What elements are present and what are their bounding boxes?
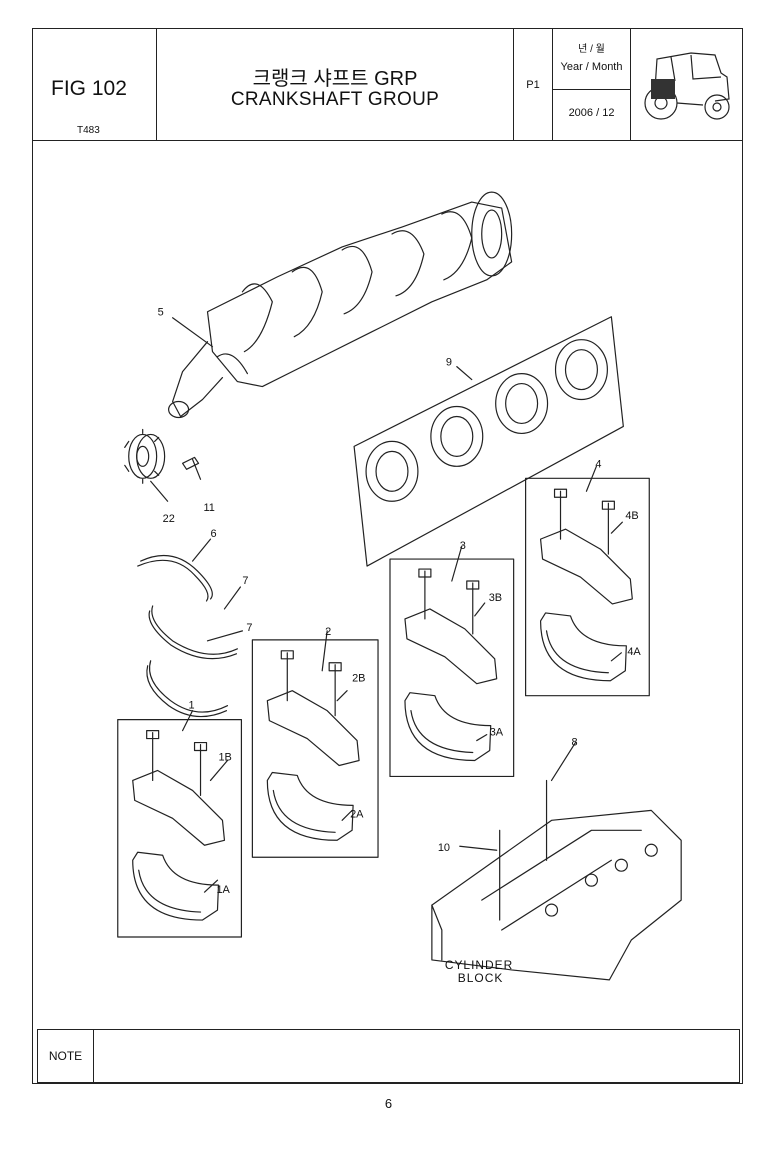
title-block: FIG 102 T483 크랭크 샤프트 GRP CRANKSHAFT GROU… bbox=[33, 29, 742, 141]
callout-5: 5 bbox=[158, 307, 164, 319]
cylinder-block-label-1: CYLINDER bbox=[445, 958, 513, 972]
page-frame: FIG 102 T483 크랭크 샤프트 GRP CRANKSHAFT GROU… bbox=[32, 28, 743, 1084]
callout-1a: 1A bbox=[216, 884, 230, 896]
year-month-korean: 년 / 월 bbox=[578, 44, 605, 55]
callout-4a: 4A bbox=[627, 646, 641, 658]
callout-7-lower: 7 bbox=[246, 622, 252, 634]
callout-3a: 3A bbox=[490, 727, 504, 739]
year-month-divider bbox=[553, 89, 630, 90]
model-code: T483 bbox=[77, 125, 100, 136]
cap-3-drawing bbox=[404, 568, 498, 762]
cap-1-drawing bbox=[132, 729, 226, 921]
year-month-label: Year / Month bbox=[560, 61, 623, 73]
cap-2-drawing bbox=[266, 650, 360, 841]
crankshaft-drawing bbox=[168, 191, 513, 419]
callout-2a: 2A bbox=[350, 808, 364, 820]
cap-box-1 bbox=[117, 719, 243, 938]
callout-4: 4 bbox=[595, 458, 601, 470]
callout-2b: 2B bbox=[352, 673, 365, 685]
thrust-washer-drawing bbox=[137, 554, 239, 718]
cylinder-block-label-2: BLOCK bbox=[458, 971, 504, 985]
title-cell: 크랭크 샤프트 GRP CRANKSHAFT GROUP bbox=[157, 29, 514, 140]
cap-4-drawing bbox=[539, 488, 633, 682]
key-drawing bbox=[181, 456, 200, 470]
page-code-cell: P1 bbox=[514, 29, 553, 140]
callout-1: 1 bbox=[189, 700, 195, 712]
callout-6: 6 bbox=[210, 528, 216, 540]
year-month-value: 2006 / 12 bbox=[568, 107, 615, 119]
note-label: NOTE bbox=[38, 1030, 94, 1082]
parts-diagram: 5 9 22 11 6 7 7 1 2 3 4 1B 2B 3B 4B 1A 2… bbox=[117, 191, 682, 985]
callout-2: 2 bbox=[325, 626, 331, 638]
leader-lines bbox=[150, 317, 623, 893]
callout-9: 9 bbox=[446, 357, 452, 369]
callout-1b: 1B bbox=[218, 752, 231, 764]
callout-7-upper: 7 bbox=[242, 575, 248, 587]
tractor-icon bbox=[644, 52, 730, 120]
callout-10: 10 bbox=[438, 842, 450, 854]
note-row: NOTE bbox=[37, 1029, 740, 1083]
title-english: CRANKSHAFT GROUP bbox=[230, 89, 440, 110]
cap-box-2 bbox=[251, 639, 379, 858]
callout-3: 3 bbox=[460, 540, 466, 552]
gear-drawing bbox=[124, 428, 166, 484]
title-korean: 크랭크 샤프트 GRP bbox=[252, 68, 418, 90]
page-code: P1 bbox=[526, 79, 540, 91]
cylinder-block-drawing bbox=[431, 779, 682, 981]
year-month-cell: 년 / 월 Year / Month 2006 / 12 bbox=[553, 29, 631, 140]
callout-8: 8 bbox=[571, 737, 577, 749]
figure-cell: FIG 102 T483 bbox=[33, 29, 157, 140]
cap-box-4 bbox=[525, 477, 650, 697]
main-bearing-plate bbox=[353, 316, 624, 567]
callout-3b: 3B bbox=[489, 592, 502, 604]
callout-4b: 4B bbox=[625, 510, 638, 522]
page-number: 6 bbox=[384, 1096, 393, 1111]
callout-22: 22 bbox=[163, 513, 175, 525]
cap-box-3 bbox=[389, 558, 515, 778]
tractor-cell bbox=[631, 29, 742, 140]
figure-number: FIG 102 bbox=[51, 77, 127, 100]
callout-11: 11 bbox=[204, 502, 215, 514]
